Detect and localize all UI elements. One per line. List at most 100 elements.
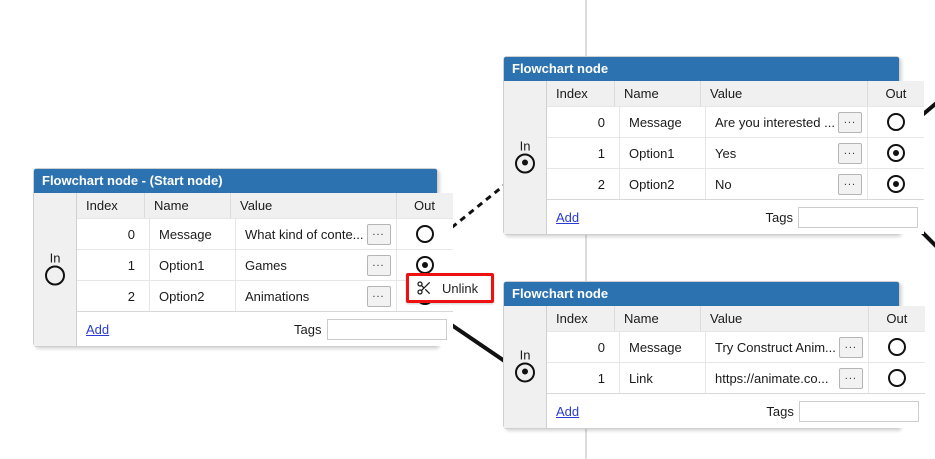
- cell-index: 0: [547, 107, 620, 137]
- in-port-column-question: In: [504, 81, 546, 234]
- node-footer-question: Add Tags: [547, 199, 924, 234]
- cell-value-text: What kind of conte...: [245, 226, 364, 242]
- in-port-question[interactable]: [515, 153, 535, 173]
- cell-name: Message: [620, 332, 706, 362]
- cell-out[interactable]: [868, 138, 924, 168]
- in-port-start[interactable]: [45, 265, 65, 285]
- cell-value-text: Are you interested ...: [715, 114, 835, 130]
- add-row-link[interactable]: Add: [556, 403, 580, 419]
- out-port[interactable]: [886, 113, 905, 131]
- grid-header-row-link: Index Name Value Out: [547, 306, 925, 331]
- value-ellipsis-button[interactable]: ...: [837, 111, 862, 133]
- table-row[interactable]: 1 Option1 Yes ...: [547, 137, 924, 168]
- grid-header-row-question: Index Name Value Out: [547, 81, 924, 106]
- node-body-link: In Index Name Value Out 0 Message Try Co…: [504, 306, 925, 428]
- table-row[interactable]: 0 Message Try Construct Anim... ...: [547, 331, 925, 362]
- value-ellipsis-button[interactable]: ...: [366, 254, 391, 276]
- in-port-label: In: [519, 138, 531, 153]
- node-title-question: Flowchart node: [504, 57, 899, 81]
- cell-value-text: https://animate.co...: [715, 370, 829, 386]
- cell-value-text: Yes: [715, 145, 737, 161]
- cell-index: 2: [547, 169, 620, 199]
- value-ellipsis-button[interactable]: ...: [838, 336, 863, 358]
- table-row[interactable]: 2 Option2 No ...: [547, 168, 924, 199]
- cell-index: 2: [77, 281, 150, 311]
- cell-name: Option1: [150, 250, 236, 280]
- cell-value[interactable]: Games ...: [236, 250, 397, 280]
- column-header-out: Out: [886, 311, 908, 326]
- cell-index: 1: [547, 138, 620, 168]
- column-header-index: Index: [547, 81, 615, 106]
- cell-name: Message: [620, 107, 706, 137]
- value-ellipsis-button[interactable]: ...: [837, 173, 862, 195]
- out-port-connected[interactable]: [886, 144, 905, 162]
- cell-name: Option2: [620, 169, 706, 199]
- cell-value[interactable]: Yes ...: [706, 138, 868, 168]
- table-row[interactable]: 1 Option1 Games ...: [77, 249, 453, 280]
- table-row[interactable]: 0 Message Are you interested ... ...: [547, 106, 924, 137]
- unlink-menu-label: Unlink: [442, 280, 479, 296]
- tags-label: Tags: [765, 209, 793, 225]
- value-ellipsis-button[interactable]: ...: [837, 142, 862, 164]
- column-header-name: Name: [145, 193, 231, 218]
- cell-out[interactable]: [869, 332, 925, 362]
- add-row-link[interactable]: Add: [556, 209, 580, 225]
- scissors-icon: [415, 279, 433, 297]
- node-body-question: In Index Name Value Out 0 Message Are yo…: [504, 81, 924, 234]
- add-row-link[interactable]: Add: [86, 321, 110, 337]
- cell-value[interactable]: Are you interested ... ...: [706, 107, 868, 137]
- node-body-start: In Index Name Value Out 0 Message What k…: [34, 193, 453, 346]
- table-row[interactable]: 0 Message What kind of conte... ...: [77, 218, 453, 249]
- out-port[interactable]: [887, 369, 906, 387]
- cell-out[interactable]: [397, 219, 453, 249]
- cell-value[interactable]: https://animate.co... ...: [706, 363, 869, 393]
- in-port-label: In: [49, 250, 61, 265]
- tags-input[interactable]: [326, 318, 447, 340]
- column-header-index: Index: [547, 306, 615, 331]
- cell-index: 0: [77, 219, 150, 249]
- tags-input[interactable]: [798, 400, 919, 422]
- properties-grid-link: Index Name Value Out 0 Message Try Const…: [546, 306, 925, 428]
- in-port-link[interactable]: [515, 362, 535, 383]
- value-ellipsis-button[interactable]: ...: [838, 367, 863, 389]
- cell-name: Option2: [150, 281, 236, 311]
- out-port-connected[interactable]: [415, 256, 434, 274]
- properties-grid-start: Index Name Value Out 0 Message What kind…: [76, 193, 453, 346]
- node-footer-start: Add Tags: [77, 311, 453, 346]
- cell-value-text: No: [715, 176, 732, 192]
- value-ellipsis-button[interactable]: ...: [366, 285, 391, 307]
- out-port[interactable]: [415, 225, 434, 243]
- flowchart-node-link[interactable]: Flowchart node In Index Name Value Out 0…: [503, 281, 925, 429]
- cell-value[interactable]: Animations ...: [236, 281, 397, 311]
- flowchart-node-start[interactable]: Flowchart node - (Start node) In Index N…: [33, 168, 453, 347]
- cell-value[interactable]: What kind of conte... ...: [236, 219, 397, 249]
- cell-value[interactable]: No ...: [706, 169, 868, 199]
- cell-name: Message: [150, 219, 236, 249]
- value-ellipsis-button[interactable]: ...: [366, 223, 391, 245]
- tags-label: Tags: [294, 321, 322, 337]
- cell-index: 1: [77, 250, 150, 280]
- tags-input[interactable]: [797, 206, 918, 228]
- column-header-out: Out: [414, 198, 435, 213]
- cell-out[interactable]: [869, 363, 925, 393]
- unlink-context-menu[interactable]: Unlink: [406, 273, 494, 303]
- in-port-column-link: In: [504, 306, 546, 428]
- out-port-connected[interactable]: [886, 175, 905, 193]
- column-header-value: Value: [231, 193, 397, 218]
- out-port[interactable]: [887, 338, 906, 356]
- node-title-link: Flowchart node: [504, 282, 899, 306]
- cell-out[interactable]: [868, 169, 924, 199]
- cell-name: Option1: [620, 138, 706, 168]
- cell-name: Link: [620, 363, 706, 393]
- column-header-out: Out: [885, 86, 907, 101]
- cell-value[interactable]: Try Construct Anim... ...: [706, 332, 869, 362]
- in-port-label: In: [519, 347, 531, 363]
- table-row[interactable]: 1 Link https://animate.co... ...: [547, 362, 925, 393]
- column-header-index: Index: [77, 193, 145, 218]
- table-row[interactable]: 2 Option2 Animations ...: [77, 280, 453, 311]
- flowchart-node-question[interactable]: Flowchart node In Index Name Value Out 0…: [503, 56, 924, 235]
- node-footer-link: Add Tags: [547, 393, 925, 428]
- cell-index: 0: [547, 332, 620, 362]
- cell-out[interactable]: [868, 107, 924, 137]
